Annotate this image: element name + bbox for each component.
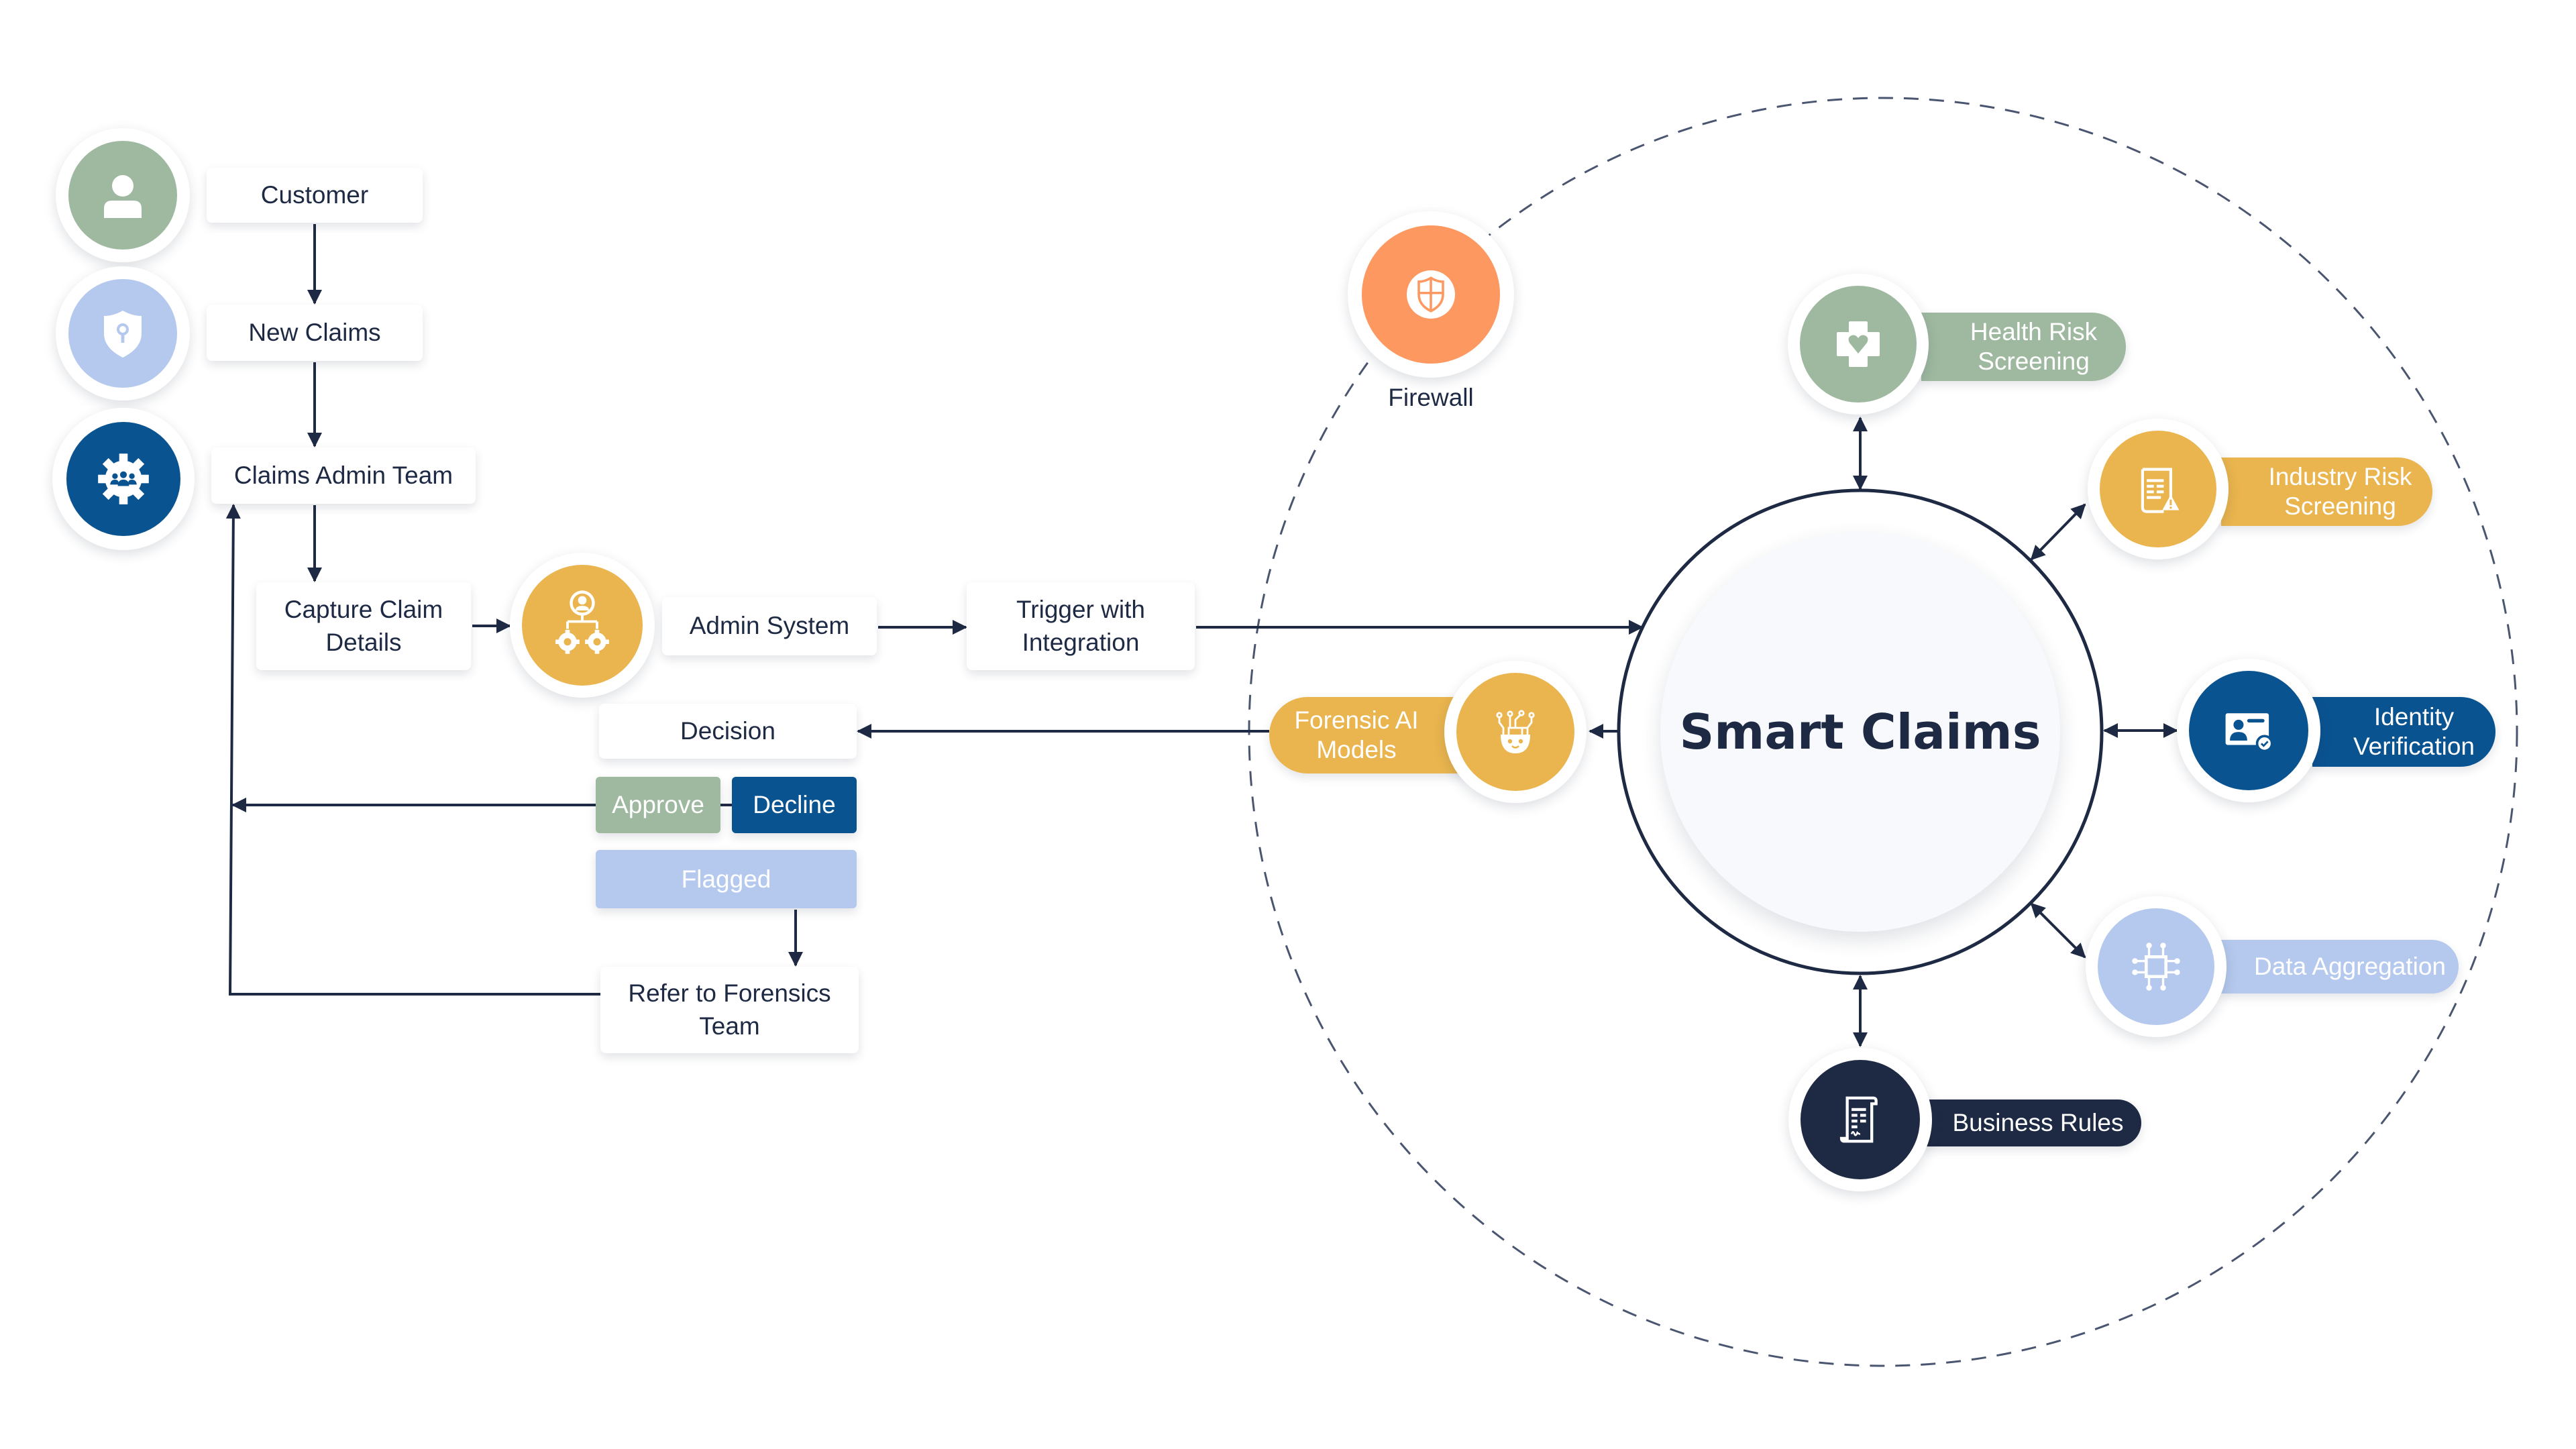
admin-system-label: Admin System (689, 612, 850, 640)
chip-network-icon (2132, 943, 2180, 991)
id-card-check-icon (2225, 713, 2273, 753)
smart-claims-ring (1617, 488, 2104, 975)
forensic-avatar[interactable] (1456, 673, 1574, 791)
gear-team-icon (98, 453, 149, 504)
decision-label: Decision (680, 716, 775, 745)
customer-avatar (68, 141, 177, 250)
forensic-ai-pill[interactable]: Forensic AI Models (1269, 697, 1470, 773)
industry-risk-label: Industry Risk Screening (2268, 462, 2412, 520)
approve-button[interactable]: Approve (596, 777, 720, 833)
capture-claim-box[interactable]: Capture Claim Details (256, 582, 471, 670)
arrow-refer-loop-back (225, 504, 600, 996)
industry-avatar[interactable] (2100, 431, 2216, 547)
document-warning-icon (2141, 468, 2180, 513)
shield-key-icon (104, 311, 142, 358)
scroll-document-icon (1839, 1096, 1878, 1143)
industry-risk-pill[interactable]: Industry Risk Screening (2221, 458, 2432, 526)
team-avatar (66, 422, 180, 536)
link-hub-data (2030, 902, 2086, 959)
customer-label: Customer (260, 180, 369, 209)
smart-claims-core[interactable]: Smart Claims (1660, 532, 2060, 932)
new-claims-box[interactable]: New Claims (207, 305, 423, 361)
admin-system-box[interactable]: Admin System (662, 597, 877, 655)
shield-avatar (68, 279, 177, 388)
flagged-label: Flagged (681, 865, 771, 893)
firewall-shield-icon (1407, 270, 1455, 319)
health-risk-pill[interactable]: Health Risk Screening (1921, 313, 2126, 381)
business-rules-label: Business Rules (1952, 1108, 2124, 1136)
data-avatar[interactable] (2098, 908, 2214, 1025)
customer-box[interactable]: Customer (207, 168, 423, 223)
decision-box[interactable]: Decision (599, 704, 857, 759)
trigger-integration-label: Trigger with Integration (1016, 596, 1145, 656)
decline-label: Decline (753, 791, 836, 818)
identity-verification-label: Identity Verification (2353, 702, 2475, 760)
identity-avatar[interactable] (2189, 671, 2308, 790)
approve-decline-divider (720, 804, 732, 806)
claims-admin-team-box[interactable]: Claims Admin Team (211, 447, 476, 504)
medical-heart-icon (1837, 321, 1880, 367)
refer-forensics-label: Refer to Forensics Team (628, 979, 831, 1040)
business-avatar[interactable] (1801, 1060, 1920, 1179)
approve-label: Approve (612, 791, 704, 818)
health-avatar[interactable] (1800, 286, 1917, 402)
trigger-integration-box[interactable]: Trigger with Integration (967, 582, 1195, 670)
claims-admin-team-label: Claims Admin Team (233, 461, 453, 489)
firewall-label: Firewall (1388, 384, 1474, 411)
admin-system-avatar (522, 565, 643, 686)
forensic-ai-label: Forensic AI Models (1294, 706, 1419, 763)
link-hub-industry (2030, 503, 2086, 561)
flagged-button[interactable]: Flagged (596, 850, 857, 908)
identity-verification-pill[interactable]: Identity Verification (2312, 697, 2496, 767)
business-rules-pill[interactable]: Business Rules (1921, 1099, 2141, 1146)
data-aggregation-pill[interactable]: Data Aggregation (2221, 940, 2459, 994)
decline-button[interactable]: Decline (732, 777, 857, 833)
health-risk-label: Health Risk Screening (1970, 317, 2098, 375)
firewall-avatar[interactable] (1362, 225, 1500, 364)
org-gears-icon (555, 590, 609, 654)
refer-forensics-box[interactable]: Refer to Forensics Team (600, 967, 859, 1053)
smart-claims-title: Smart Claims (1679, 704, 2041, 760)
data-aggregation-label: Data Aggregation (2254, 952, 2446, 980)
ai-brain-head-icon (1496, 710, 1535, 753)
capture-claim-label: Capture Claim Details (284, 596, 443, 656)
new-claims-label: New Claims (248, 318, 381, 346)
customer-icon (104, 175, 142, 218)
